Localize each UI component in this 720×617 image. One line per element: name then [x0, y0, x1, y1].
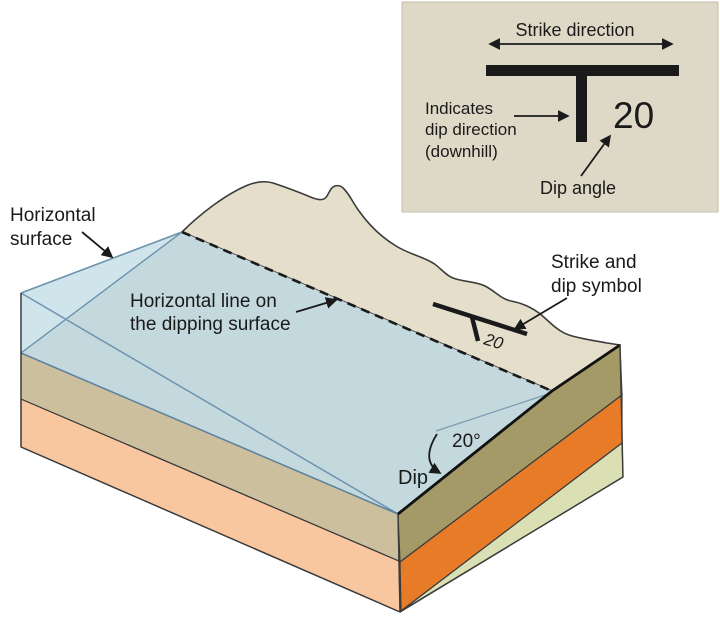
- strike-direction-label: Strike direction: [515, 20, 634, 40]
- front-fold-edge: [20, 292, 399, 515]
- dip-label: Dip: [398, 467, 428, 489]
- inset-dip-value: 20: [613, 95, 654, 136]
- strike-line-dashed: [181, 230, 553, 393]
- indicates-line1: Indicates: [425, 99, 493, 118]
- blue-tan-boundary: [20, 352, 399, 515]
- strike-symbol-arrow: [513, 297, 568, 330]
- strike-dip-symbol-label: Strike and dip symbol: [513, 252, 642, 330]
- indicates-line2: dip direction: [425, 120, 517, 139]
- strike-symbol-line2: dip symbol: [551, 276, 642, 297]
- right-corner-edge: [619, 344, 624, 478]
- indicates-line3: (downhill): [425, 142, 498, 161]
- symbol-dip-bar: [576, 76, 587, 142]
- dip-tick: [469, 316, 481, 342]
- horizontal-surface-line2: surface: [10, 229, 72, 250]
- blue-top-edge: [20, 231, 183, 294]
- horizontal-surface-line1: Horizontal: [10, 205, 96, 226]
- dip-angle-annotation: 20° Dip: [398, 431, 481, 489]
- horizontal-reference-line: [435, 392, 552, 432]
- dip-angle-label: Dip angle: [540, 178, 616, 198]
- dip-angle-arrow: [580, 134, 612, 177]
- horizontal-surface-label: Horizontal surface: [10, 205, 114, 259]
- dip-angle-value: 20°: [452, 431, 481, 452]
- inset-background: [401, 1, 719, 213]
- bottom-left-edge: [20, 446, 401, 613]
- horizontal-line-line1: Horizontal line on: [130, 291, 277, 312]
- symbol-strike-bar: [486, 65, 679, 76]
- terrain-surface: [181, 181, 621, 392]
- horizontal-line-label: Horizontal line on the dipping surface: [130, 291, 338, 335]
- horizontal-dipping-crease: [20, 231, 183, 354]
- bottom-right-edge: [399, 476, 624, 613]
- front-corner-edge: [397, 513, 401, 613]
- dipping-surface: [21, 232, 552, 514]
- dip-curved-arrow: [428, 433, 442, 474]
- inset-legend: Strike direction 20 Indicates dip direct…: [401, 1, 719, 213]
- dip-edge: [397, 343, 621, 516]
- horizontal-line-line2: the dipping surface: [130, 314, 291, 335]
- horizontal-surface-arrow: [81, 231, 114, 259]
- horizontal-line-arrow: [295, 297, 338, 313]
- strike-bar: [432, 301, 528, 337]
- strike-symbol-line1: Strike and: [551, 252, 637, 273]
